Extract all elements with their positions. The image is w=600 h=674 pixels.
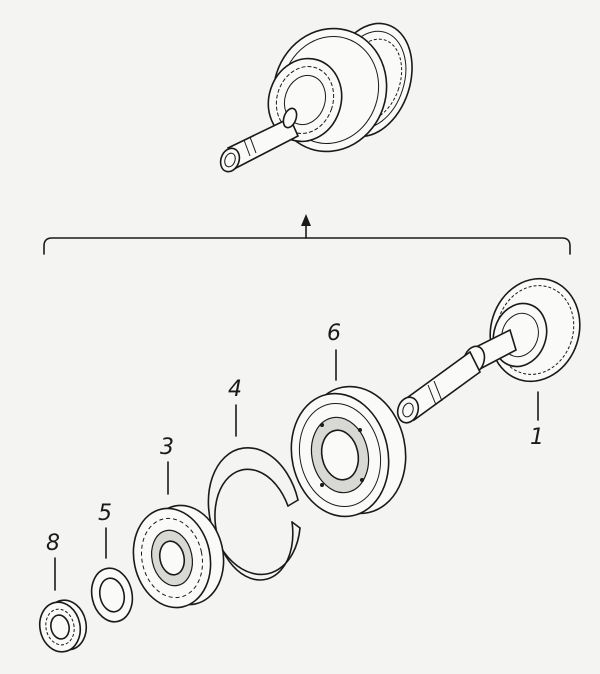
- assembly-bracket: [43, 214, 571, 255]
- callout-labels: 1 6 4 3 5 8: [46, 321, 544, 556]
- part-3-roller-bearing: [132, 504, 225, 609]
- callout-1: 1: [530, 425, 544, 450]
- callout-5: 5: [98, 501, 112, 526]
- part-5-washer: [90, 567, 134, 623]
- part-8-nut: [38, 599, 88, 653]
- leader-lines: [54, 349, 539, 591]
- callout-8: 8: [46, 531, 60, 556]
- up-arrow-icon: [301, 214, 311, 226]
- callout-4: 4: [228, 377, 242, 402]
- assembled-shaft: [219, 107, 300, 173]
- assembled-shaft-unit: [219, 22, 413, 173]
- callout-3: 3: [160, 435, 174, 460]
- part-6-bearing: [290, 385, 407, 518]
- callout-6: 6: [327, 321, 341, 346]
- part-1-gear-shaft: [396, 277, 581, 424]
